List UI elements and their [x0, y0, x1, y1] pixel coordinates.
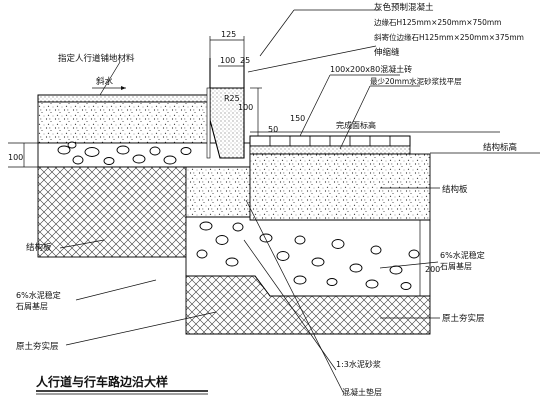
label-concrete-pad: 混凝土垫层 [342, 387, 382, 397]
road-subgrade [185, 275, 431, 335]
label-stabilized-base-left-line2: 石屑基层 [16, 301, 48, 311]
label-brick: 100x200x80混凝土砖 [330, 64, 412, 74]
label-structural-slab-right: 结构板 [442, 184, 468, 195]
title-text: 人行道与行车路边沿大样 [36, 374, 168, 389]
dim-25: 25 [240, 56, 250, 65]
label-joint: 伸缩缝 [374, 47, 400, 58]
label-subgrade-left: 原土夯实层 [16, 341, 59, 352]
dim-200: 200 [425, 265, 440, 274]
label-slope: 斜水 [96, 76, 114, 87]
label-stabilized-base-left: 6%水泥稳定 石屑基层 [16, 290, 63, 311]
curb-backing-concrete [185, 166, 251, 218]
level-lines [8, 131, 540, 168]
label-stabilized-base-left-line1: 6%水泥稳定 [16, 290, 61, 300]
slope-arrow [92, 86, 126, 90]
road-section [185, 135, 431, 335]
brick-joints [269, 136, 391, 146]
dim-125: 125 [221, 30, 236, 39]
dimension-lines [23, 36, 421, 296]
label-stabilized-base-right-line1: 6%水泥稳定 [440, 250, 485, 260]
sidewalk-structural-slab [37, 101, 211, 144]
label-finished-level: 完成面标高 [336, 120, 376, 130]
dimension-labels: 125 100 25 R25 100 50 150 100 200 [8, 30, 440, 274]
label-structural-level: 结构标高 [483, 142, 517, 153]
drawing-title: 人行道与行车路边沿大样 [36, 374, 208, 395]
sidewalk-subgrade [37, 166, 187, 258]
label-dropped-curb: 斜寄位边缘石H125mm×250mm×375mm [374, 32, 524, 42]
label-curb-stone: 边缘石H125mm×250mm×750mm [374, 17, 502, 27]
label-mortar: 最少20mm水泥砂浆找平层 [370, 76, 462, 86]
label-curb-concrete: 灰色预制混凝土 [374, 2, 434, 13]
dim-100-mid: 100 [238, 103, 253, 112]
aggregate-stones [57, 141, 420, 290]
leader-lines [59, 9, 440, 395]
sidewalk-finish-layer [37, 94, 211, 103]
dim-150: 150 [290, 114, 305, 123]
label-mortar-bed: 1:3水泥砂浆 [336, 359, 381, 369]
dim-r25: R25 [224, 94, 240, 103]
dim-50: 50 [268, 125, 278, 134]
road-structural-slab [249, 153, 431, 221]
road-mortar-layer [249, 145, 411, 155]
label-structural-slab-left: 结构板 [26, 242, 52, 253]
label-sidewalk-finish: 指定人行道铺地材料 [58, 53, 135, 64]
label-stabilized-base-right: 6%水泥稳定 石屑基层 [440, 250, 487, 271]
label-stabilized-base-right-line2: 石屑基层 [440, 261, 472, 271]
curb [206, 58, 245, 159]
dim-100-top: 100 [220, 56, 235, 65]
expansion-joint [206, 87, 211, 159]
dim-100-left: 100 [8, 153, 23, 162]
label-subgrade-right: 原土夯实层 [442, 313, 485, 324]
annotation-labels: 灰色预制混凝土 边缘石H125mm×250mm×750mm 斜寄位边缘石H125… [16, 2, 524, 397]
